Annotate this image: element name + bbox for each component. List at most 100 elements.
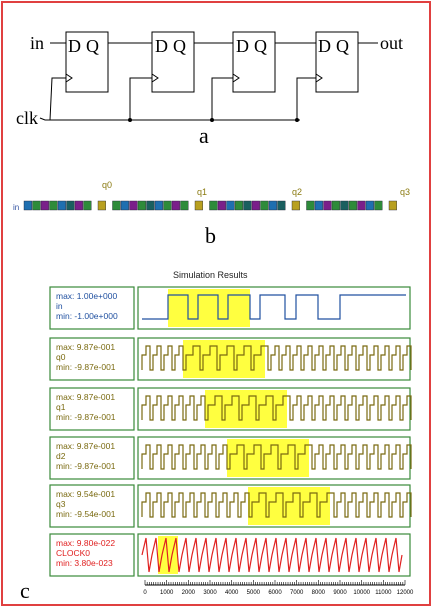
- clk-triangle-3: [315, 73, 323, 83]
- panel-b-tap-q0: q0: [102, 180, 112, 190]
- signal-min-text: min: 3.80e-023: [56, 558, 113, 568]
- chain-cell: [226, 200, 235, 211]
- time-axis-tick-label: 3000: [203, 590, 217, 596]
- clk-triangle-1: [151, 73, 159, 83]
- chain-cell: [32, 200, 41, 211]
- clock-bus: [39, 77, 66, 121]
- chain-cell: [234, 200, 243, 211]
- time-axis-tick-label: 5000: [247, 590, 261, 596]
- signal-waveform: [141, 395, 412, 421]
- chain-cell: [340, 200, 349, 211]
- chain-cell: [57, 200, 66, 211]
- chain-cell: [260, 200, 269, 211]
- panel-b-tap-q3: q3: [400, 187, 410, 197]
- panel-a-clock-label: clk: [16, 108, 38, 128]
- clock-junction-1: [128, 118, 132, 122]
- time-axis-tick-label: 10000: [353, 590, 370, 596]
- chain-cell: [40, 200, 49, 211]
- chain-cell: [388, 200, 397, 211]
- chain-cell: [163, 200, 172, 211]
- signal-label-box: [49, 337, 135, 381]
- panel-c-caption: c: [20, 578, 30, 603]
- signal-max-text: max: 9.87e-001: [56, 392, 115, 402]
- signal-label-box: [49, 436, 135, 480]
- signal-label-box: [49, 286, 135, 330]
- panel-a-input-label: in: [30, 33, 44, 53]
- chain-cell: [314, 200, 323, 211]
- clk-triangle-0: [65, 73, 73, 83]
- chain-cell: [66, 200, 75, 211]
- ff0-d-label: D: [68, 36, 81, 56]
- chain-cell: [323, 200, 332, 211]
- ff1-q-label: Q: [173, 36, 186, 56]
- panel-b-tap-q2: q2: [292, 187, 302, 197]
- panel-a-output-label: out: [380, 33, 403, 53]
- clk-triangle-2: [232, 73, 240, 83]
- clock-branch-3: [296, 77, 316, 120]
- chain-cell: [243, 200, 252, 211]
- time-axis-tick-label: 7000: [290, 590, 304, 596]
- time-axis-tick-label: 8000: [312, 590, 326, 596]
- signal-label-box: [49, 533, 135, 577]
- time-axis-tick-label: 4000: [225, 590, 239, 596]
- chain-cell: [137, 200, 146, 211]
- signal-max-text: max: 9.87e-001: [56, 342, 115, 352]
- flipflop-2: [232, 31, 276, 93]
- ff2-d-label: D: [236, 36, 249, 56]
- chain-cell: [194, 200, 203, 211]
- signal-name-text: q3: [56, 499, 66, 509]
- ff2-q-label: Q: [254, 36, 267, 56]
- chain-cell: [129, 200, 138, 211]
- panel-a-caption: a: [199, 123, 209, 148]
- chain-cell: [365, 200, 374, 211]
- signal-waveform: [142, 294, 406, 320]
- time-axis-tick-label: 2000: [182, 590, 196, 596]
- chain-cell: [209, 200, 218, 211]
- clock-branch-1: [129, 77, 152, 120]
- chain-cell: [97, 200, 106, 211]
- chain-cell: [277, 200, 286, 211]
- signal-min-text: min: -9.87e-001: [56, 412, 116, 422]
- flipflop-3: [315, 31, 359, 93]
- chain-cell: [348, 200, 357, 211]
- chain-cell: [74, 200, 83, 211]
- ff3-d-label: D: [318, 36, 331, 56]
- chain-cell: [120, 200, 129, 211]
- chain-cell: [251, 200, 260, 211]
- signal-name-text: q1: [56, 402, 66, 412]
- clock-junction-3: [295, 118, 299, 122]
- panel-b-tap-q1: q1: [197, 187, 207, 197]
- time-axis-tick-label: 11000: [375, 590, 392, 596]
- ff3-q-label: Q: [336, 36, 349, 56]
- chain-cell: [331, 200, 340, 211]
- signal-wave-box: [137, 533, 411, 577]
- signal-max-text: max: 1.00e+000: [56, 291, 117, 301]
- signal-min-text: min: -9.54e-001: [56, 509, 116, 519]
- signal-wave-box: [137, 337, 411, 381]
- chain-cell: [374, 200, 383, 211]
- time-axis-tick-label: 1000: [160, 590, 174, 596]
- signal-waveform: [141, 444, 412, 470]
- chain-cell: [23, 200, 32, 211]
- flipflop-0: [65, 31, 109, 93]
- chain-cell: [306, 200, 315, 211]
- signal-name-text: d2: [56, 451, 66, 461]
- chain-cell: [171, 200, 180, 211]
- clock-junction-2: [210, 118, 214, 122]
- signal-name-text: q0: [56, 352, 66, 362]
- chain-cell: [291, 200, 300, 211]
- chain-cell: [180, 200, 189, 211]
- time-axis-tick-label: 9000: [333, 590, 347, 596]
- time-axis-tick-label: 12000: [397, 590, 414, 596]
- signal-waveform: [141, 537, 403, 573]
- panel-c-title: Simulation Results: [173, 270, 248, 280]
- chain-cell: [217, 200, 226, 211]
- clock-branch-2: [211, 77, 233, 120]
- chain-cell: [83, 200, 92, 211]
- signal-name-text: CLOCK0: [56, 548, 90, 558]
- signal-max-text: max: 9.87e-001: [56, 441, 115, 451]
- signal-max-text: max: 9.80e-022: [56, 538, 115, 548]
- flipflop-1: [151, 31, 195, 93]
- chain-cell: [112, 200, 121, 211]
